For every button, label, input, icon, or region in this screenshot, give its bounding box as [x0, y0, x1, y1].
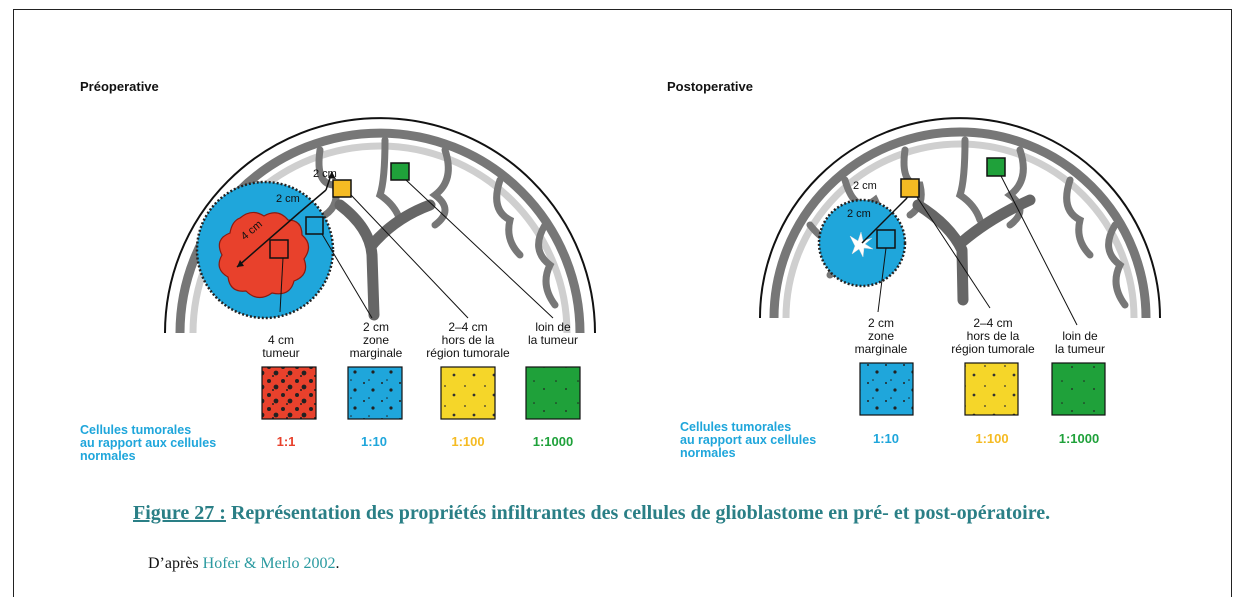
tumor-region-pre	[195, 180, 335, 320]
figure-number: Figure 27 :	[133, 502, 226, 524]
ratio-loin-post: 1:1000	[1059, 431, 1099, 446]
svg-text:région tumorale: région tumorale	[951, 342, 1035, 356]
svg-text:tumeur: tumeur	[262, 346, 299, 360]
zone-labels-pre: 4 cm tumeur 2 cm zone marginale 2–4 cm h…	[262, 320, 578, 360]
svg-text:la tumeur: la tumeur	[528, 333, 578, 347]
panel-postoperative: Postoperative 2 cm 2 cm	[667, 79, 1161, 460]
resection-scar-icon	[849, 231, 874, 258]
ratio-legend-post: Cellules tumorales au rapport aux cellul…	[680, 420, 1099, 460]
svg-text:Cellules tumorales: Cellules tumorales	[80, 423, 191, 437]
svg-text:loin de: loin de	[535, 320, 571, 334]
dist-label-middle-pre: 2 cm	[276, 193, 300, 205]
swatch-tumeur-pre	[261, 366, 317, 420]
sample-markers-pre	[269, 162, 554, 319]
svg-text:marginale: marginale	[855, 342, 908, 356]
swatch-hors-post	[964, 362, 1019, 416]
swatch-marginale-pre	[347, 366, 403, 420]
zone-label-hors-post: 2–4 cm hors de la région tumorale	[951, 316, 1035, 356]
svg-text:marginale: marginale	[350, 346, 403, 360]
svg-text:Cellules tumorales: Cellules tumorales	[680, 420, 791, 434]
sample-markers-post	[876, 157, 1078, 326]
swatch-loin-pre	[525, 366, 581, 420]
zone-label-marginale-pre: 2 cm zone marginale	[350, 320, 403, 360]
dist-label-outer-post: 2 cm	[853, 180, 877, 192]
density-swatches-pre	[261, 366, 581, 420]
zone-label-loin-post: loin de la tumeur	[1055, 329, 1105, 356]
svg-text:2 cm: 2 cm	[363, 320, 389, 334]
svg-text:2 cm: 2 cm	[868, 316, 894, 330]
svg-text:4 cm: 4 cm	[268, 333, 294, 347]
panel-preoperative: Préoperative	[80, 79, 596, 463]
diagram-canvas: Préoperative	[80, 79, 1161, 463]
source-suffix: .	[335, 555, 340, 572]
swatch-hors-pre	[440, 366, 496, 420]
dist-label-outer-pre: 2 cm	[313, 168, 337, 180]
figure-caption-text: Représentation des propriétés infiltrant…	[225, 502, 1051, 524]
swatch-marginale-post	[859, 362, 914, 416]
ratio-loin-pre: 1:1000	[533, 434, 573, 449]
figure-source: D’après Hofer & Merlo 2002.	[148, 555, 340, 573]
svg-text:hors de la: hors de la	[967, 329, 1020, 343]
density-swatches-post	[859, 362, 1106, 416]
ratio-tumeur-pre: 1:1	[277, 434, 296, 449]
svg-text:hors de la: hors de la	[442, 333, 495, 347]
figure-caption: Figure 27 : Représentation des propriété…	[133, 502, 1050, 525]
svg-text:zone: zone	[868, 329, 894, 343]
svg-text:région tumorale: région tumorale	[426, 346, 510, 360]
ratio-hors-pre: 1:100	[451, 434, 484, 449]
svg-text:loin de: loin de	[1062, 329, 1098, 343]
zone-label-loin-pre: loin de la tumeur	[528, 320, 578, 347]
svg-text:2–4 cm: 2–4 cm	[973, 316, 1012, 330]
zone-labels-post: 2 cm zone marginale 2–4 cm hors de la ré…	[855, 316, 1105, 356]
panel-title-post: Postoperative	[667, 79, 753, 94]
svg-text:2–4 cm: 2–4 cm	[448, 320, 487, 334]
svg-text:zone: zone	[363, 333, 389, 347]
svg-text:au rapport aux cellules: au rapport aux cellules	[680, 433, 816, 447]
zone-label-marginale-post: 2 cm zone marginale	[855, 316, 908, 356]
swatch-loin-post	[1051, 362, 1106, 416]
ratio-marginale-post: 1:10	[873, 431, 899, 446]
svg-text:la tumeur: la tumeur	[1055, 342, 1105, 356]
source-reference-link[interactable]: Hofer & Merlo 2002	[202, 555, 336, 572]
ratio-marginale-pre: 1:10	[361, 434, 387, 449]
ratio-hors-post: 1:100	[975, 431, 1008, 446]
svg-text:normales: normales	[680, 446, 736, 460]
source-prefix: D’après	[148, 555, 203, 572]
ratio-legend-pre: Cellules tumorales au rapport aux cellul…	[80, 423, 573, 463]
svg-text:normales: normales	[80, 449, 136, 463]
panel-title-pre: Préoperative	[80, 79, 159, 94]
dist-label-inner-post: 2 cm	[847, 208, 871, 220]
figure-frame	[13, 9, 1232, 597]
zone-label-tumeur-pre: 4 cm tumeur	[262, 333, 299, 360]
zone-label-hors-pre: 2–4 cm hors de la région tumorale	[426, 320, 510, 360]
brain-hemisphere-post	[759, 117, 1161, 319]
svg-text:au rapport aux cellules: au rapport aux cellules	[80, 436, 216, 450]
